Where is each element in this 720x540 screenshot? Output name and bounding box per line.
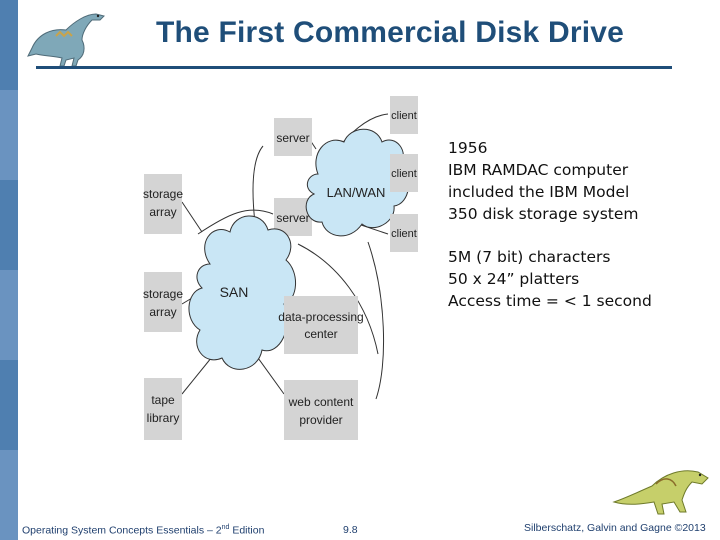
footer-page-number: 9.8 bbox=[343, 524, 358, 536]
sidebar-stripe bbox=[0, 0, 18, 540]
specs-block: 5M (7 bit) characters 50 x 24” platters … bbox=[448, 246, 652, 312]
description-block: 1956 IBM RAMDAC computer included the IB… bbox=[448, 137, 638, 225]
description-line: IBM RAMDAC computer bbox=[448, 161, 629, 179]
storage-label-line1: storage bbox=[143, 287, 183, 301]
client-box bbox=[390, 214, 418, 252]
spec-line: Access time = < 1 second bbox=[448, 292, 652, 310]
client-label: client bbox=[391, 110, 417, 122]
title-divider bbox=[36, 66, 672, 69]
description-line: included the IBM Model bbox=[448, 183, 630, 201]
lanwan-cloud bbox=[305, 128, 409, 237]
footer-left: Operating System Concepts Essentials – 2… bbox=[22, 524, 264, 537]
client-label: client bbox=[391, 228, 417, 240]
description-line: 1956 bbox=[448, 139, 488, 157]
server-box bbox=[274, 118, 312, 156]
storage-network-diagram: server server LAN/WAN client client clie… bbox=[143, 96, 418, 440]
dinosaur-icon bbox=[27, 13, 105, 67]
web-content-box bbox=[284, 380, 358, 440]
description-line: 350 disk storage system bbox=[448, 205, 639, 223]
footer-book-title: Operating System Concepts Essentials – 2 bbox=[22, 524, 222, 537]
tape-label-line1: tape bbox=[151, 393, 175, 407]
spec-line: 5M (7 bit) characters bbox=[448, 248, 611, 266]
tape-library-box bbox=[144, 378, 182, 440]
footer-edition-sup: nd bbox=[221, 524, 230, 531]
dinosaur-icon bbox=[612, 470, 709, 515]
storage-array-box bbox=[144, 272, 182, 332]
page-title: The First Commercial Disk Drive bbox=[155, 16, 625, 49]
san-label: SAN bbox=[220, 284, 249, 300]
client-label: client bbox=[391, 168, 417, 180]
dpc-label-line1: data-processing bbox=[278, 310, 363, 324]
client-box bbox=[390, 154, 418, 192]
footer-authors: Silberschatz, Galvin and Gagne ©2013 bbox=[524, 522, 706, 534]
web-label-line1: web content bbox=[288, 395, 354, 409]
storage-label-line2: array bbox=[149, 205, 176, 219]
server-label: server bbox=[276, 131, 309, 145]
dpc-label-line2: center bbox=[304, 327, 337, 341]
storage-label-line2: array bbox=[149, 305, 176, 319]
storage-label-line1: storage bbox=[143, 187, 183, 201]
data-processing-box bbox=[284, 296, 358, 354]
web-label-line2: provider bbox=[299, 413, 342, 427]
storage-array-box bbox=[144, 174, 182, 234]
tape-label-line2: library bbox=[147, 411, 180, 425]
client-box bbox=[390, 96, 418, 134]
lanwan-label: LAN/WAN bbox=[327, 185, 386, 200]
server-label: server bbox=[276, 211, 309, 225]
footer-edition-suffix: Edition bbox=[229, 524, 265, 537]
spec-line: 50 x 24” platters bbox=[448, 270, 580, 288]
